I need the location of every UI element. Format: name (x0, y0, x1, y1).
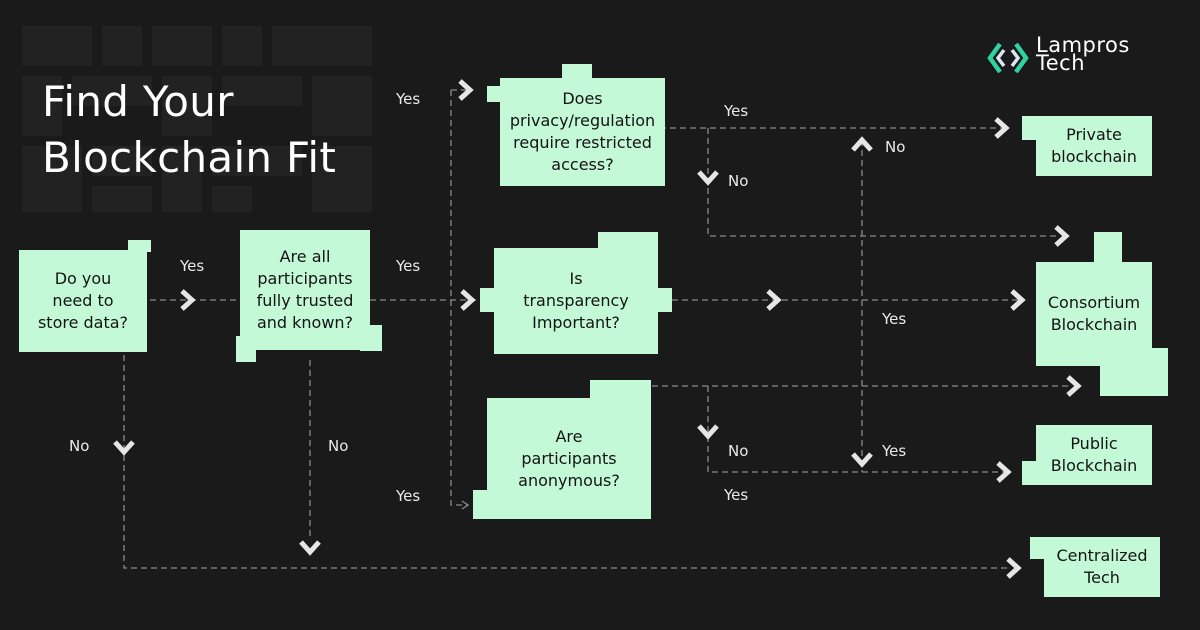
box-tab (1100, 348, 1168, 396)
box-tab (590, 380, 651, 400)
edge-label-store-no: No (69, 437, 90, 455)
node-private-blockchain: Private blockchain (1036, 116, 1152, 176)
arrow-right-icon (766, 289, 782, 311)
box-tab (480, 288, 496, 312)
node-text: Consortium (1047, 293, 1141, 312)
arrow-right-icon (1010, 289, 1026, 311)
arrow-right-icon (996, 461, 1012, 483)
edge-label-branch-privacy-yes: Yes (396, 90, 421, 108)
node-text: Centralized (1056, 546, 1148, 565)
node-text: Are all (279, 247, 331, 266)
lampros-logo-icon (987, 42, 1029, 74)
node-text: Private (1066, 125, 1122, 144)
node-text: participants (257, 269, 353, 288)
edge-label-mid-yes: Yes (882, 442, 907, 460)
box-tab (598, 232, 658, 250)
title-line-1: Find Your (42, 77, 234, 126)
arrow-down-icon (851, 452, 873, 468)
node-text: need to (52, 291, 114, 310)
arrow-down-icon (299, 540, 321, 556)
box-tab (1030, 537, 1046, 559)
box-tab (1022, 461, 1038, 485)
node-public-blockchain: Public Blockchain (1036, 425, 1152, 485)
node-text: privacy/regulation (509, 111, 656, 130)
box-tab (236, 336, 256, 362)
box-tab (562, 64, 592, 80)
arrow-down-icon (113, 440, 135, 456)
node-anonymous: Are participants anonymous? (487, 398, 651, 519)
edge-label-store-yes: Yes (180, 257, 205, 275)
node-text: participants (521, 448, 617, 468)
box-tab (128, 240, 151, 252)
logo-line-1: Lampros (1036, 33, 1130, 57)
arrow-right-icon (994, 117, 1010, 139)
node-text: Is (569, 269, 583, 288)
edge-label-privacy-yes: Yes (724, 102, 749, 120)
node-text: Tech (1084, 568, 1120, 587)
node-text: Public (1070, 434, 1118, 453)
node-text: anonymous? (518, 470, 620, 490)
box-tab (1022, 116, 1038, 140)
title-line-2: Blockchain Fit (42, 133, 337, 182)
node-text: blockchain (1051, 147, 1137, 166)
arrow-right-icon (1054, 225, 1070, 247)
arrow-right-icon (458, 79, 474, 101)
arrow-right-icon (1066, 375, 1082, 397)
node-text: Do you (54, 269, 112, 288)
edge-label-mid-no: No (885, 138, 906, 156)
arrow-right-icon (1006, 557, 1022, 579)
edge-label-privacy-no: No (728, 172, 749, 190)
arrow-down-icon (697, 424, 719, 440)
node-text: fully trusted (256, 291, 354, 310)
edge-label-anon-no: No (728, 442, 749, 460)
edge-label-trusted-yes: Yes (396, 257, 421, 275)
box-tab (473, 490, 489, 519)
arrow-down-icon (697, 170, 719, 186)
edge-label-transparency-yes: Yes (882, 310, 907, 328)
node-privacy: Does privacy/regulation require restrict… (500, 78, 665, 186)
node-text: Does (562, 89, 603, 108)
arrow-up-icon (851, 136, 873, 152)
node-text: Blockchain (1050, 315, 1138, 334)
arrow-right-icon (180, 289, 196, 311)
node-consortium-blockchain: Consortium Blockchain (1036, 262, 1152, 366)
arrow-right-icon (460, 289, 476, 311)
node-centralized-tech: Centralized Tech (1044, 537, 1160, 597)
node-text: Important? (532, 313, 620, 332)
node-text: require restricted (513, 133, 652, 152)
background-pattern (22, 26, 372, 212)
box-tab (656, 288, 672, 312)
edge-label-trusted-no: No (328, 437, 349, 455)
node-text: Blockchain (1050, 456, 1138, 475)
logo-line-2: Tech (1036, 51, 1086, 75)
node-transparency: Is transparency Important? (494, 248, 658, 354)
node-text: access? (551, 155, 614, 174)
box-tab (1094, 232, 1122, 264)
box-tab (360, 325, 382, 351)
node-text: and known? (256, 313, 354, 332)
page-title: Find Your Blockchain Fit (42, 74, 336, 186)
edge-label-anon-yes: Yes (724, 486, 749, 504)
node-store-data: Do you need to store data? (19, 250, 147, 352)
logo-wordmark: Lampros Tech (1036, 33, 1130, 75)
node-trusted: Are all participants fully trusted and k… (240, 230, 370, 350)
edge-label-branch-anonymous-yes: Yes (396, 487, 421, 505)
node-text: Are (555, 426, 583, 446)
box-tab (487, 86, 501, 102)
node-text: store data? (37, 313, 129, 332)
node-text: transparency (523, 291, 629, 310)
